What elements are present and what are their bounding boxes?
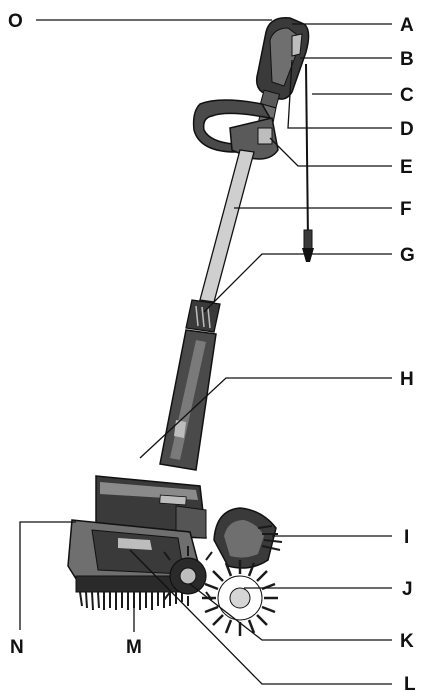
power-cable [302, 63, 314, 262]
leader-k [189, 583, 392, 641]
label-h: H [400, 369, 414, 390]
label-g: G [400, 245, 415, 266]
upper-handle [255, 17, 310, 109]
power-brush-illustration [67, 17, 314, 636]
label-n: N [10, 637, 24, 658]
spare-side-brush [213, 507, 283, 569]
leader-g [203, 253, 392, 313]
label-c: C [400, 85, 414, 106]
leader-h [139, 377, 392, 459]
main-tube [199, 149, 255, 303]
label-d: D [400, 119, 414, 140]
label-l: L [404, 674, 416, 691]
auxiliary-handle [192, 99, 279, 160]
leader-n [19, 521, 76, 630]
tube-lock-collar [185, 299, 221, 333]
label-b: B [400, 49, 414, 70]
leader-d [287, 59, 392, 129]
side-brush-wheel [163, 546, 213, 606]
motor-housing [95, 475, 207, 539]
label-f: F [400, 199, 412, 220]
leader-lines [19, 19, 392, 685]
part-labels: O A B C D E F G H I J K L M N [8, 11, 416, 691]
label-i-upper: I [404, 527, 409, 548]
label-m: M [126, 637, 142, 658]
label-e: E [400, 157, 413, 178]
brush-guard [67, 519, 201, 589]
label-j: J [402, 579, 413, 600]
brush-disc [202, 560, 278, 636]
switch-trigger [291, 33, 303, 57]
main-brush-roller [75, 575, 193, 611]
leader-e [269, 137, 392, 167]
leader-l [129, 549, 392, 685]
label-o: O [8, 11, 23, 32]
label-k: K [400, 631, 414, 652]
label-a: A [400, 15, 414, 36]
